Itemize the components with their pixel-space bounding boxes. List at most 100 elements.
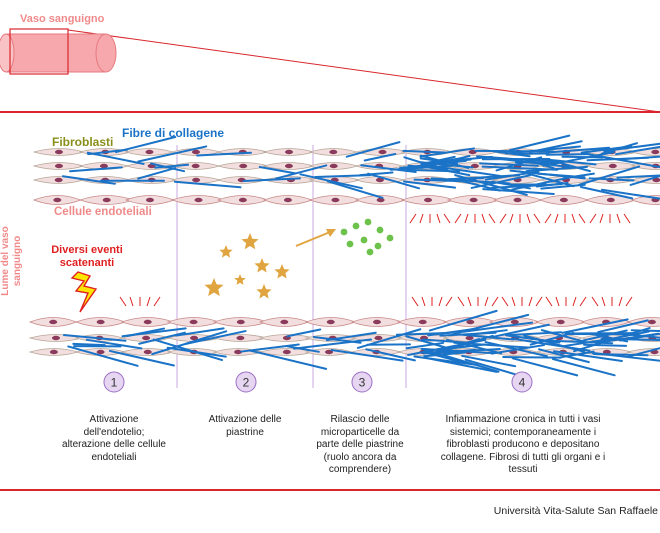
activation-mark [154, 297, 160, 306]
nucleus [424, 198, 432, 202]
nucleus [374, 336, 382, 340]
activation-mark [485, 297, 488, 306]
fibroblast-cell [264, 149, 314, 156]
activated-platelets [204, 233, 289, 298]
collagen-fiber [287, 329, 320, 336]
platelet [274, 264, 289, 278]
activation-mark [412, 297, 418, 306]
activation-mark [626, 297, 632, 306]
fibroblast-cell [310, 149, 357, 156]
activation-mark [502, 297, 508, 306]
activation-mark [147, 297, 150, 306]
nucleus [97, 350, 105, 354]
activation-mark [120, 297, 126, 306]
nucleus [607, 198, 615, 202]
step-3-description: Rilascio delle microparticelle da parte … [314, 414, 406, 477]
activation-mark [580, 297, 586, 306]
activation-mark [130, 297, 133, 306]
activation-mark [500, 214, 506, 223]
platelet [234, 274, 245, 285]
activation-mark [482, 214, 485, 223]
fibroblast-cell [34, 163, 84, 170]
activation-mark [510, 214, 513, 223]
activation-mark [529, 297, 532, 306]
collagen-fiber [73, 344, 104, 345]
step-number: 1 [111, 376, 118, 390]
microparticle [367, 249, 374, 256]
activation-mark [545, 214, 551, 223]
microparticle [353, 223, 360, 230]
endothelial-cell [260, 318, 309, 327]
fibroblast-cell [30, 349, 78, 356]
collagen-fiber [547, 154, 590, 155]
platelet [219, 245, 232, 258]
nucleus [651, 150, 659, 154]
activation-mark [512, 297, 515, 306]
collagen-fiber [360, 173, 392, 176]
nucleus [195, 198, 203, 202]
endothelial-cell [76, 318, 125, 327]
step-marker-1: 1 [104, 372, 124, 392]
nucleus [466, 320, 474, 324]
nucleus [379, 150, 387, 154]
activation-mark [534, 214, 540, 223]
nucleus [373, 320, 381, 324]
platelet [256, 284, 271, 298]
activation-mark [420, 214, 423, 223]
activation-mark [465, 214, 468, 223]
release-arrow [296, 229, 336, 246]
nucleus [239, 198, 247, 202]
activation-mark [556, 297, 559, 306]
nucleus [103, 198, 111, 202]
nucleus [192, 164, 200, 168]
nucleus [609, 164, 617, 168]
endothelial-cell [310, 196, 361, 205]
activation-mark [592, 297, 598, 306]
step-marker-4: 4 [512, 372, 532, 392]
endothelial-cell [34, 196, 81, 205]
damage-marks [120, 214, 632, 306]
endothelial-cell [30, 318, 76, 327]
step-marker-3: 3 [352, 372, 372, 392]
platelet [204, 278, 223, 296]
credit-text: Università Vita-Salute San Raffaele [494, 505, 658, 518]
nucleus [236, 336, 244, 340]
activation-mark [439, 297, 442, 306]
activation-mark [624, 214, 630, 223]
nucleus [53, 198, 61, 202]
nucleus [55, 150, 63, 154]
lightning-bolt-icon [72, 272, 96, 312]
activation-mark [527, 214, 530, 223]
activation-mark [619, 297, 622, 306]
activation-mark [573, 297, 576, 306]
nucleus [285, 164, 293, 168]
endothelial-cell [540, 196, 588, 205]
activation-mark [422, 297, 425, 306]
nucleus [648, 320, 656, 324]
activation-mark [579, 214, 585, 223]
activation-mark [468, 297, 471, 306]
endothelial-label: Cellule endoteliali [54, 206, 152, 220]
step-number: 2 [243, 376, 250, 390]
nucleus [557, 320, 565, 324]
step-1-description: Attivazione dell'endotelio; alterazione … [62, 414, 166, 464]
endothelial-cell [494, 196, 541, 205]
nucleus [377, 198, 385, 202]
step-markers: 1 2 3 4 [104, 372, 532, 392]
activation-mark [555, 214, 558, 223]
activation-mark [444, 214, 450, 223]
endothelial-cell [398, 318, 448, 327]
fibroblast-cell [34, 149, 84, 156]
endothelial-cell [352, 318, 402, 327]
activation-mark [617, 214, 620, 223]
collagen-fiber [503, 357, 561, 358]
nucleus [190, 320, 198, 324]
step-4-description: Infiammazione cronica in tutti i vasi si… [432, 414, 614, 477]
nucleus [52, 336, 60, 340]
nucleus [470, 198, 478, 202]
activation-mark [600, 214, 603, 223]
microparticle [361, 237, 368, 244]
activation-mark [437, 214, 440, 223]
endothelial-cell [168, 318, 219, 327]
